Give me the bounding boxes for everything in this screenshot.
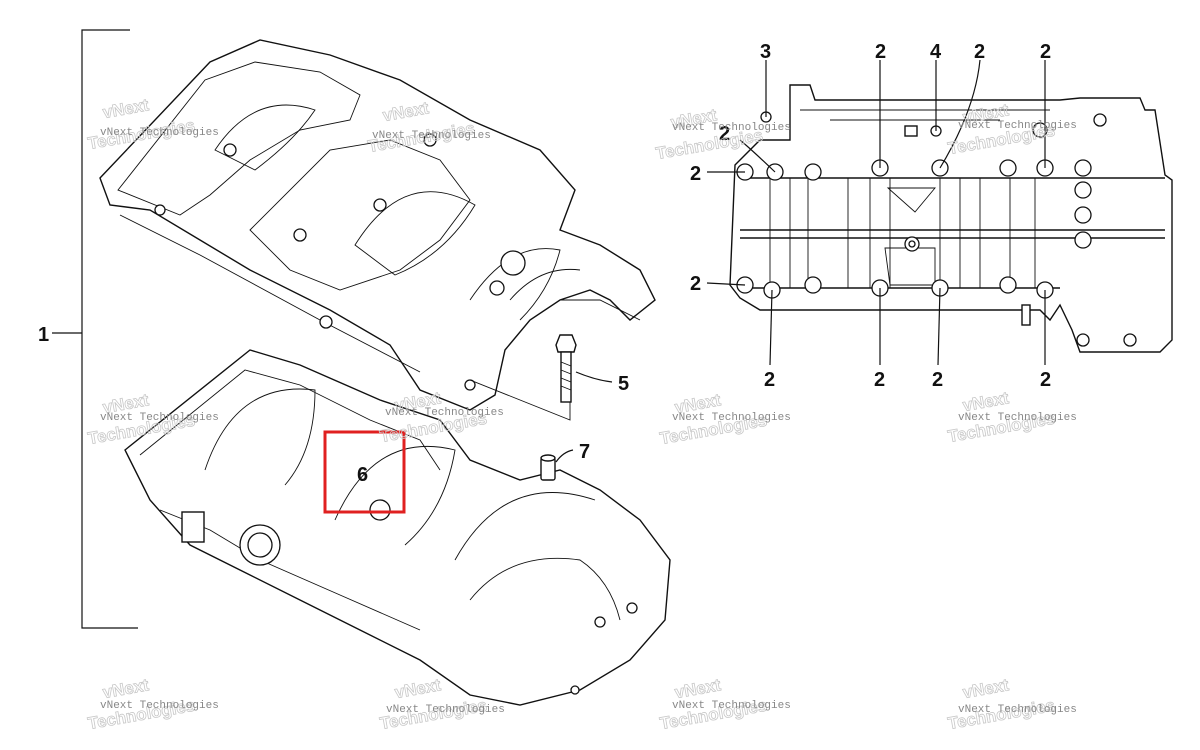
callout-2-bottom-d[interactable]: 2 [1040,369,1051,391]
callout-2-top-b[interactable]: 2 [974,41,985,63]
bolt-axis-line [469,379,571,421]
callout-2-bottom-b[interactable]: 2 [874,369,885,391]
callout-2-left-a[interactable]: 2 [719,123,730,145]
watermark-bottom-right-b: vNext Technologies [946,675,1057,734]
leader-5 [575,371,613,383]
top-view-crankcase [729,84,1173,353]
callout-2-left-b[interactable]: 2 [690,163,701,185]
dowel-part [540,454,556,481]
watermark-label: vNext Technologies [672,122,791,134]
watermark-label: vNext Technologies [386,704,505,716]
svg-text:vNext: vNext [101,95,150,122]
callout-2-bottom-a[interactable]: 2 [764,369,775,391]
svg-text:vNext: vNext [393,675,442,702]
callout-6[interactable]: 6 [357,464,368,486]
callout-7[interactable]: 7 [579,441,590,463]
watermark-label: vNext Technologies [958,120,1077,132]
callout-2-left-c[interactable]: 2 [690,273,701,295]
callout-2-bottom-c[interactable]: 2 [932,369,943,391]
watermark-label: vNext Technologies [958,704,1077,716]
lower-crankcase [124,349,671,706]
svg-text:vNext: vNext [673,675,722,702]
watermark-label: vNext Technologies [100,412,219,424]
assembly-bracket [52,29,138,629]
upper-crankcase [99,39,656,411]
svg-text:vNext: vNext [101,675,150,702]
callout-1[interactable]: 1 [38,324,49,346]
watermark-label: vNext Technologies [672,412,791,424]
watermark-label: vNext Technologies [372,130,491,142]
bolt-part [555,334,577,403]
highlight-box[interactable] [323,430,406,514]
watermark-label: vNext Technologies [100,127,219,139]
watermark-label: vNext Technologies [958,412,1077,424]
svg-text:vNext: vNext [961,675,1010,702]
callout-2-top-a[interactable]: 2 [875,41,886,63]
callout-2-top-c[interactable]: 2 [1040,41,1051,63]
callout-4[interactable]: 4 [930,41,942,63]
watermark-label: vNext Technologies [100,700,219,712]
callout-3[interactable]: 3 [760,41,771,63]
watermark-label: vNext Technologies [672,700,791,712]
leaders-right-view [706,59,1046,366]
leader-7 [555,449,574,463]
callout-5[interactable]: 5 [618,373,629,395]
watermark-label: vNext Technologies [385,407,504,419]
